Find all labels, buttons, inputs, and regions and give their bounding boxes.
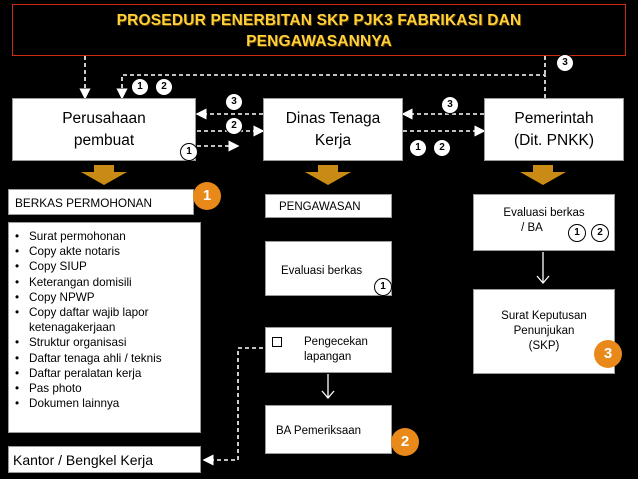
node-pemerintah: Pemerintah (Dit. PNKK) xyxy=(484,98,624,161)
arrow-pengecekan-to-kantor xyxy=(202,347,263,466)
step-badge-big-1: 1 xyxy=(193,182,221,210)
down-arrow-dinas xyxy=(305,165,351,185)
checkbox-icon xyxy=(272,337,282,347)
arrow-pengecekan-to-ba-head xyxy=(321,390,335,399)
node-perusahaan-pembuat: Perusahaan pembuat xyxy=(12,98,196,161)
step-badge-1: 1 xyxy=(131,78,149,96)
ba-pemeriksaan: BA Pemeriksaan xyxy=(265,405,392,454)
pengecekan-line-1: Pengecekan xyxy=(304,336,368,348)
pengawasan-header: PENGAWASAN xyxy=(265,194,392,218)
step-badge-3: 3 xyxy=(225,93,243,111)
evaluasi-berkas-dinas: Evaluasi berkas xyxy=(265,241,392,296)
document-list-item: Daftar peralatan kerja xyxy=(15,366,200,381)
pengecekan-line-2: lapangan xyxy=(304,351,352,363)
node-dinas-tenaga-kerja: Dinas Tenaga Kerja xyxy=(263,98,403,161)
evaluasi-ba-line-2: / BA xyxy=(521,222,543,234)
document-list-item: Dokumen lainnya xyxy=(15,396,200,411)
step-badge-2: 2 xyxy=(225,117,243,135)
step-badge-3: 3 xyxy=(556,54,574,72)
skp-line-3: (SKP) xyxy=(528,340,560,352)
down-arrow-pemerintah xyxy=(520,165,566,185)
pemerintah-line-1: Pemerintah xyxy=(514,109,594,127)
pemerintah-line-2: (Dit. PNKK) xyxy=(513,131,595,149)
document-list-item: Copy daftar wajib lapor ketenagakerjaan xyxy=(15,305,200,335)
document-list-item: Struktur organisasi xyxy=(15,335,200,350)
document-list-item: Keterangan domisili xyxy=(15,275,200,290)
document-list-item: Pas photo xyxy=(15,381,200,396)
document-list-item: Copy NPWP xyxy=(15,290,200,305)
step-badge-2: 2 xyxy=(155,78,173,96)
step-badge-2: 2 xyxy=(591,224,609,242)
perusahaan-line-1: Perusahaan xyxy=(62,109,146,127)
step-badge-2: 2 xyxy=(433,139,451,157)
step-badge-1: 1 xyxy=(374,278,392,296)
document-list-item: Copy akte notaris xyxy=(15,244,200,259)
diagram-title: PROSEDUR PENERBITAN SKP PJK3 FABRIKASI D… xyxy=(12,10,626,52)
step-badge-1: 1 xyxy=(180,143,198,161)
evaluasi-berkas-ba: Evaluasi berkas / BA xyxy=(473,194,615,251)
dinas-line-1: Dinas Tenaga xyxy=(285,109,381,127)
step-badge-1: 1 xyxy=(409,139,427,157)
berkas-document-list: Surat permohonanCopy akte notarisCopy SI… xyxy=(8,222,201,433)
arrow-evaluasi-to-skp-head xyxy=(536,275,550,284)
berkas-permohonan-header: BERKAS PERMOHONAN xyxy=(8,189,194,215)
arrow-pemerintah-to-perusahaan xyxy=(116,74,546,100)
document-list: Surat permohonanCopy akte notarisCopy SI… xyxy=(9,229,200,412)
pengecekan-lapangan: Pengecekan lapangan xyxy=(265,327,392,373)
title-line-1: PROSEDUR PENERBITAN SKP PJK3 FABRIKASI D… xyxy=(116,12,522,29)
step-badge-big-3: 3 xyxy=(594,340,622,368)
surat-keputusan-skp: Surat Keputusan Penunjukan (SKP) xyxy=(473,289,615,374)
title-frame xyxy=(12,4,626,56)
perusahaan-line-2: pembuat xyxy=(73,131,135,149)
document-list-item: Copy SIUP xyxy=(15,259,200,274)
document-list-item: Daftar tenaga ahli / teknis xyxy=(15,351,200,366)
step-badge-1: 1 xyxy=(568,224,586,242)
skp-line-1: Surat Keputusan xyxy=(501,310,587,322)
title-line-2: PENGAWASANNYA xyxy=(246,33,392,50)
evaluasi-ba-line-1: Evaluasi berkas xyxy=(503,207,585,219)
document-list-item: Surat permohonan xyxy=(15,229,200,244)
skp-line-2: Penunjukan xyxy=(513,325,575,337)
step-badge-3: 3 xyxy=(441,96,459,114)
step-badge-big-2: 2 xyxy=(391,428,419,456)
down-arrow-perusahaan xyxy=(81,165,127,185)
dinas-line-2: Kerja xyxy=(314,131,352,149)
kantor-bengkel-kerja: Kantor / Bengkel Kerja xyxy=(8,446,201,473)
